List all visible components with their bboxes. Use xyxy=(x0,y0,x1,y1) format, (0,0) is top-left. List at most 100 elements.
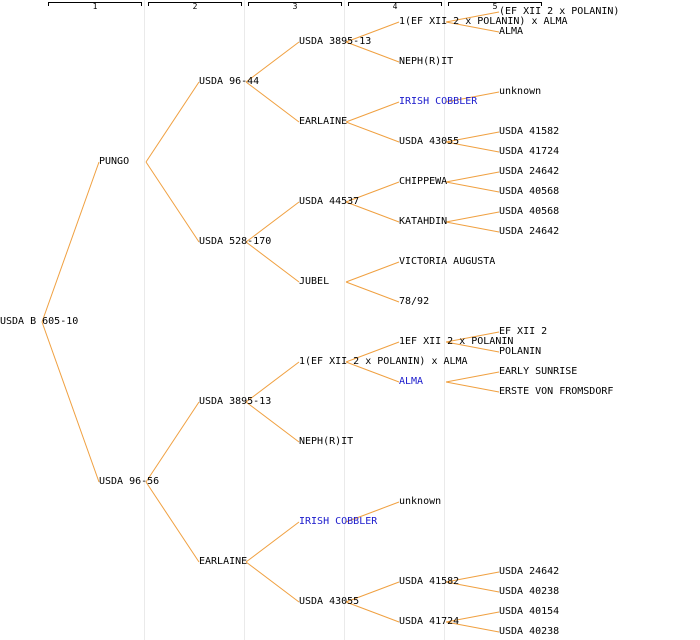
pedigree-edge xyxy=(345,181,400,203)
pedigree-edge xyxy=(445,381,500,393)
generation-bracket xyxy=(148,2,242,6)
pedigree-node-c_unknown: unknown xyxy=(399,496,442,507)
pedigree-edge xyxy=(245,401,300,443)
generation-bracket xyxy=(448,2,542,6)
pedigree-node-a_alma: ALMA xyxy=(499,26,524,37)
pedigree-edge xyxy=(245,81,300,123)
pedigree-node-c_polanin: POLANIN xyxy=(499,346,542,357)
pedigree-edge xyxy=(445,131,500,143)
column-separator xyxy=(344,0,345,640)
generation-header-4: 4 xyxy=(348,0,442,14)
pedigree-edge xyxy=(445,181,500,193)
pedigree-node-a_41724: USDA 41724 xyxy=(499,146,560,157)
pedigree-node-c_early: EARLY SUNRISE xyxy=(499,366,578,377)
pedigree-edge xyxy=(245,361,300,403)
generation-number: 3 xyxy=(292,2,298,11)
pedigree-node-c_efxii: EF XII 2 xyxy=(499,326,548,337)
pedigree-node-b_7892: 78/92 xyxy=(399,296,430,307)
pedigree-node-usda9656: USDA 96-56 xyxy=(99,476,160,487)
pedigree-edge xyxy=(41,161,100,323)
column-separator xyxy=(244,0,245,640)
pedigree-edge xyxy=(145,401,200,483)
pedigree-node-b_victoria: VICTORIA AUGUSTA xyxy=(399,256,496,267)
pedigree-node-c_43055: USDA 43055 xyxy=(299,596,360,607)
pedigree-node-c_nephrit: NEPH(R)IT xyxy=(299,436,354,447)
pedigree-edge xyxy=(245,561,300,603)
pedigree-edge xyxy=(345,41,400,63)
pedigree-edge xyxy=(345,281,400,303)
pedigree-edge xyxy=(345,21,400,43)
pedigree-node-usda528: USDA 528-170 xyxy=(199,236,272,247)
pedigree-edge xyxy=(345,201,400,223)
pedigree-edge xyxy=(445,211,500,223)
pedigree-edge xyxy=(345,261,400,283)
pedigree-node-b_k2: USDA 24642 xyxy=(499,226,560,237)
pedigree-edge xyxy=(245,521,300,563)
pedigree-node-c_389513: USDA 3895-13 xyxy=(199,396,272,407)
generation-header-1: 1 xyxy=(48,0,142,14)
pedigree-node-a_389513: USDA 3895-13 xyxy=(299,36,372,47)
pedigree-edge xyxy=(445,331,500,343)
pedigree-node-b_c1: USDA 24642 xyxy=(499,166,560,177)
pedigree-edge xyxy=(345,581,400,603)
pedigree-node-c_40238a: USDA 40238 xyxy=(499,586,560,597)
generation-number: 1 xyxy=(92,2,98,11)
pedigree-node-b_c2: USDA 40568 xyxy=(499,186,560,197)
generation-header-3: 3 xyxy=(248,0,342,14)
pedigree-edge xyxy=(445,371,500,383)
generation-bracket xyxy=(348,2,442,6)
pedigree-node-c_1ef: 1(EF XII 2 x POLANIN) x ALMA xyxy=(299,356,468,367)
pedigree-edge xyxy=(345,361,400,383)
pedigree-node-c_41724: USDA 41724 xyxy=(399,616,460,627)
pedigree-edge xyxy=(245,41,300,83)
generation-bracket xyxy=(248,2,342,6)
pedigree-node-c_1efpol: 1EF XII 2 x POLANIN xyxy=(399,336,514,347)
pedigree-node-a_unknown: unknown xyxy=(499,86,542,97)
pedigree-node-c_41582: USDA 41582 xyxy=(399,576,460,587)
pedigree-edge xyxy=(445,571,500,583)
pedigree-node-b_jubel: JUBEL xyxy=(299,276,330,287)
pedigree-edge xyxy=(345,101,400,123)
pedigree-node-c_earlaine: EARLAINE xyxy=(199,556,248,567)
pedigree-node-b_44537: USDA 44537 xyxy=(299,196,360,207)
pedigree-edge xyxy=(445,621,500,633)
pedigree-edge xyxy=(445,581,500,593)
pedigree-node-c_alma[interactable]: ALMA xyxy=(399,376,424,387)
pedigree-edge xyxy=(345,601,400,623)
pedigree-edge xyxy=(41,321,100,483)
pedigree-node-a_irish[interactable]: IRISH COBBLER xyxy=(399,96,478,107)
pedigree-node-a_41582: USDA 41582 xyxy=(499,126,560,137)
pedigree-node-root: USDA B 605-10 xyxy=(0,316,79,327)
pedigree-node-c_erste: ERSTE VON FROMSDORF xyxy=(499,386,614,397)
pedigree-edge xyxy=(345,121,400,143)
pedigree-edge xyxy=(245,201,300,243)
pedigree-edge xyxy=(145,161,200,243)
pedigree-node-pungo: PUNGO xyxy=(99,156,130,167)
pedigree-edge xyxy=(345,341,400,363)
pedigree-node-usda9644: USDA 96-44 xyxy=(199,76,260,87)
pedigree-node-a_nephrit: NEPH(R)IT xyxy=(399,56,454,67)
pedigree-edge xyxy=(445,221,500,233)
pedigree-node-a_earlaine: EARLAINE xyxy=(299,116,348,127)
pedigree-node-b_chippewa: CHIPPEWA xyxy=(399,176,448,187)
generation-header-2: 2 xyxy=(148,0,242,14)
generation-number: 2 xyxy=(192,2,198,11)
pedigree-node-a_1ef: 1(EF XII 2 x POLANIN) x ALMA xyxy=(399,16,568,27)
pedigree-node-c_24642: USDA 24642 xyxy=(499,566,560,577)
column-separator xyxy=(144,0,145,640)
pedigree-edge xyxy=(445,11,500,23)
pedigree-edge xyxy=(445,21,500,33)
generation-number: 4 xyxy=(392,2,398,11)
generation-bracket xyxy=(48,2,142,6)
pedigree-edge xyxy=(245,241,300,283)
pedigree-node-c_irish[interactable]: IRISH COBBLER xyxy=(299,516,378,527)
pedigree-edge xyxy=(145,481,200,563)
pedigree-edge xyxy=(445,341,500,353)
pedigree-node-c_40238b: USDA 40238 xyxy=(499,626,560,637)
pedigree-edge xyxy=(445,91,500,103)
generation-number: 5 xyxy=(492,2,498,11)
pedigree-edge xyxy=(145,81,200,163)
pedigree-node-b_katahdin: KATAHDIN xyxy=(399,216,448,227)
pedigree-node-a_43055: USDA 43055 xyxy=(399,136,460,147)
